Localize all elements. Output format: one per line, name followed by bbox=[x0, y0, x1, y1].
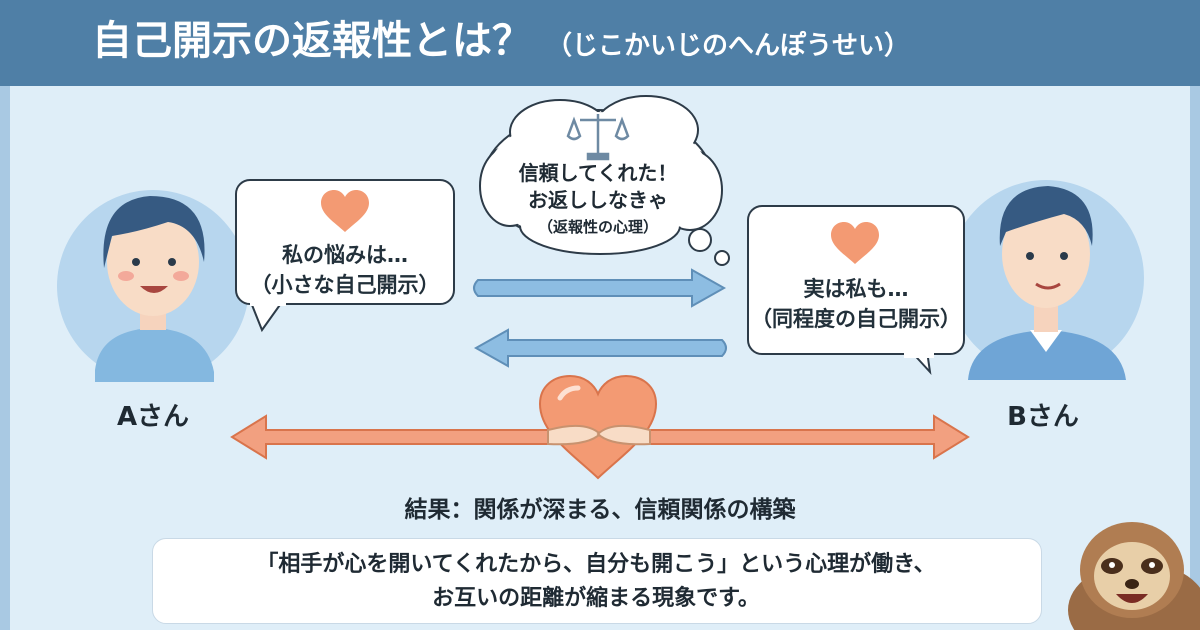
heart-icon bbox=[321, 190, 369, 232]
sloth-mascot bbox=[1068, 522, 1200, 630]
thought-text: 信頼してくれた！ お返ししなきゃ （返報性の心理） bbox=[488, 160, 708, 241]
thought-line2: お返ししなきゃ bbox=[528, 188, 668, 212]
arrow-a-to-b bbox=[473, 268, 727, 308]
bubble-a-line1: 私の悩みは… bbox=[282, 243, 408, 267]
bubble-b-line2: （同程度の自己開示） bbox=[751, 307, 961, 331]
person-b-name: Bさん bbox=[1007, 402, 1079, 432]
clasped-hands bbox=[547, 424, 651, 446]
person-b-illustration bbox=[948, 180, 1144, 380]
note-text: 「相手が心を開いてくれたから、自分も開こう」という心理が働き、 お互いの距離が縮… bbox=[152, 548, 1040, 616]
page-title: 自己開示の返報性とは？ （じこかいじのへんぽうせい） bbox=[92, 8, 910, 74]
title-text: 自己開示の返報性とは？ bbox=[92, 18, 532, 64]
bubble-a-line2: （小さな自己開示） bbox=[250, 273, 440, 297]
scale-icon bbox=[566, 114, 630, 161]
thought-cloud-fill bbox=[484, 100, 718, 250]
thought-line1: 信頼してくれた！ bbox=[518, 161, 678, 185]
bubble-b-line1: 実は私も… bbox=[803, 277, 909, 301]
arrow-b-to-a bbox=[473, 328, 727, 368]
heart-icon bbox=[538, 374, 658, 480]
thought-line3: （返報性の心理） bbox=[537, 218, 658, 236]
title-reading: （じこかいじのへんぽうせい） bbox=[546, 31, 911, 61]
bubble-a-text: 私の悩みは… （小さな自己開示） bbox=[236, 240, 454, 300]
speech-bubble-a bbox=[235, 179, 455, 333]
heart-highlight bbox=[557, 385, 581, 401]
note-line1: 「相手が心を開いてくれたから、自分も開こう」という心理が働き、 bbox=[256, 552, 936, 577]
result-label: 結果：関係が深まる、信頼関係の構築 bbox=[404, 497, 796, 523]
speech-bubble-b bbox=[747, 205, 965, 376]
person-a-name: Aさん bbox=[116, 402, 190, 432]
heart-icon bbox=[831, 222, 879, 264]
note-line2: お互いの距離が縮まる現象です。 bbox=[432, 586, 760, 611]
note-box bbox=[152, 538, 1042, 624]
bubble-b-text: 実は私も… （同程度の自己開示） bbox=[748, 274, 964, 334]
person-a-illustration bbox=[57, 190, 249, 382]
header-bar: 自己開示の返報性とは？ （じこかいじのへんぽうせい） bbox=[0, 0, 1200, 86]
